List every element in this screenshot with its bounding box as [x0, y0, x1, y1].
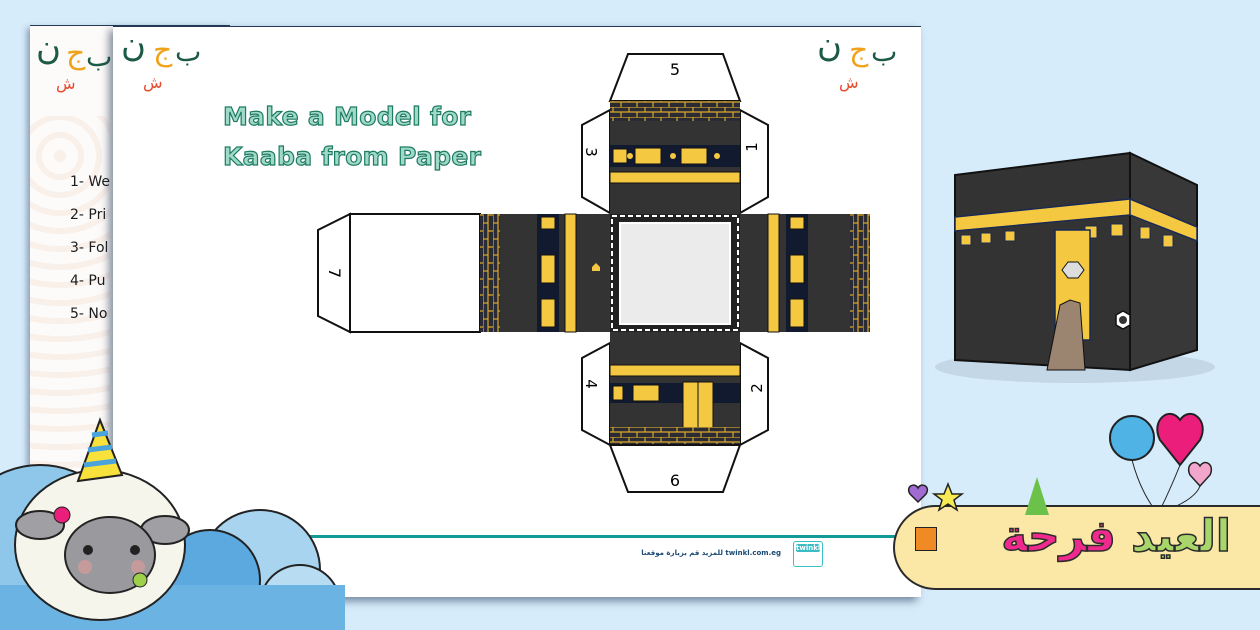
net-face-bottom	[609, 332, 741, 445]
eid-banner: العيد فرحة	[893, 477, 1260, 590]
tab-4: 4	[581, 341, 611, 447]
tab-1: 1	[739, 108, 769, 215]
step-item: 4- Pu	[70, 273, 106, 289]
tab-7: 7	[317, 212, 481, 334]
title-line-1: Make a Model for	[222, 101, 472, 131]
page-title: Make a Model for Kaaba from Paper	[222, 97, 482, 177]
svg-text:3: 3	[582, 147, 600, 157]
footer-divider	[113, 535, 921, 538]
svg-text:5: 5	[670, 60, 680, 79]
arabic-calligraphy-decoration: ن ج ب ش	[817, 25, 898, 92]
step-item: 3- Fol	[70, 240, 109, 256]
arabic-calligraphy-decoration: ن ج ب ش	[36, 28, 113, 93]
step-item: 2- Pri	[70, 207, 107, 223]
net-face-roof	[610, 214, 740, 332]
svg-text:1: 1	[743, 142, 761, 152]
instruction-steps: 1- We 2- Pri 3- Fol 4- Pu 5- No	[70, 171, 110, 336]
svg-text:7: 7	[325, 268, 344, 278]
footer-website-text[interactable]: للمزيد قم بزيارة موقعنا twinkl.com.eg	[641, 549, 781, 557]
party-hat-icon	[1025, 477, 1049, 515]
net-face-top	[609, 101, 741, 214]
kaaba-paper-net: 5 3 1 7	[317, 53, 870, 493]
title-line-2: Kaaba from Paper	[222, 141, 482, 171]
arabic-calligraphy-decoration: ن ج ب ش	[121, 25, 202, 92]
svg-text:6: 6	[670, 471, 680, 490]
kaaba-3d-illustration	[935, 151, 1215, 383]
eid-banner-text: العيد فرحة	[1001, 510, 1232, 563]
svg-text:2: 2	[748, 383, 766, 393]
net-face-left	[480, 213, 610, 333]
svg-text:4: 4	[582, 379, 600, 389]
banner-word-1: العيد	[1130, 510, 1231, 563]
sheep-party-illustration	[0, 417, 345, 630]
banner-word-2: فرحة	[1001, 510, 1117, 563]
twinkl-logo: twinkl	[793, 541, 823, 567]
tab-5: 5	[608, 53, 742, 102]
net-face-right	[740, 213, 870, 333]
heart-and-star-icons	[907, 481, 965, 512]
tab-2: 2	[739, 341, 769, 447]
tab-3: 3	[581, 108, 611, 215]
gift-box-icon	[915, 527, 937, 551]
front-worksheet-page: ن ج ب ش ن ج ب ش Make a Model for Kaaba f…	[113, 25, 921, 597]
logo-text: twinkl	[796, 544, 821, 552]
step-item: 1- We	[70, 174, 111, 190]
tab-6: 6	[608, 444, 742, 493]
step-item: 5- No	[70, 306, 108, 322]
